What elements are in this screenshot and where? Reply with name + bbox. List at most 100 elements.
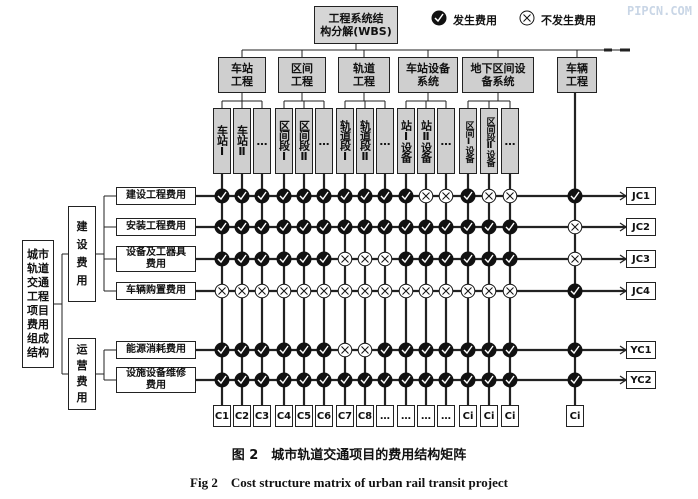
bottom-code-box: C7 (336, 405, 354, 427)
bottom-code-label: … (441, 410, 451, 422)
row-arrow-head (619, 191, 627, 197)
sub-item-box: 车站Ⅰ (213, 108, 231, 174)
not-incur-mark (276, 283, 292, 299)
sub-item-label: … (503, 135, 517, 147)
row-arrow-head (619, 258, 627, 264)
incur-mark (502, 372, 518, 388)
incur-mark (418, 251, 434, 267)
sub-item-box: 站Ⅱ设备 (417, 108, 435, 174)
incur-mark (254, 372, 270, 388)
wbs-root-line2: 构分解(WBS) (320, 25, 392, 38)
not-incur-mark (357, 342, 373, 358)
sub-item-box: 区间段Ⅱ设备 (480, 108, 498, 174)
group-construction-label: 建设费用 (76, 220, 88, 287)
not-incur-mark (567, 219, 583, 235)
incur-mark (276, 219, 292, 235)
sub-item-label: … (317, 135, 331, 147)
incur-mark (316, 342, 332, 358)
incur-mark (234, 342, 250, 358)
sub-item-label: 区间Ⅰ设备 (463, 120, 474, 162)
category-box-station: 车站工程 (218, 57, 266, 93)
row-label-line2: 费用 (146, 380, 166, 391)
row-arrow-head (619, 290, 627, 296)
bottom-code-label: Ci (504, 410, 516, 422)
incur-mark (357, 188, 373, 204)
sub-item-box: 区间段Ⅰ (275, 108, 293, 174)
not-incur-mark (357, 283, 373, 299)
incur-mark (296, 219, 312, 235)
bottom-code-label: C6 (316, 410, 332, 422)
sub-item-box: 区间段Ⅱ (295, 108, 313, 174)
category-label-line2: 工程 (353, 75, 375, 88)
not-incur-mark (357, 251, 373, 267)
sub-item-label: 车站Ⅰ (215, 125, 229, 157)
bottom-code-box: C5 (295, 405, 313, 427)
incur-mark (337, 372, 353, 388)
incur-mark (460, 188, 476, 204)
sub-item-box: 轨道段Ⅰ (336, 108, 354, 174)
incur-mark (357, 219, 373, 235)
category-box-section: 区间工程 (278, 57, 326, 93)
not-incur-mark (214, 283, 230, 299)
category-box-station_equip: 车站设备系统 (398, 57, 458, 93)
incur-mark (481, 219, 497, 235)
row-label-box: 安装工程费用 (116, 218, 196, 236)
row-label-line2: 费用 (146, 259, 166, 270)
incur-mark (398, 342, 414, 358)
sub-item-box: … (315, 108, 333, 174)
row-code-box: JC3 (626, 250, 656, 268)
incur-mark (254, 342, 270, 358)
bottom-code-box: Ci (459, 405, 477, 427)
category-label-line1: 车站 (231, 62, 253, 75)
row-label-line1: 设备及工器具 (126, 247, 186, 258)
incur-mark (460, 342, 476, 358)
bottom-code-box: … (376, 405, 394, 427)
incur-mark (316, 188, 332, 204)
row-code-box: JC1 (626, 187, 656, 205)
incur-mark (214, 372, 230, 388)
group-operation-box: 运营费用 (68, 338, 96, 410)
row-code-label: YC1 (630, 344, 652, 356)
incur-mark (398, 372, 414, 388)
bottom-code-label: … (380, 410, 390, 422)
incur-mark (276, 188, 292, 204)
not-incur-mark (234, 283, 250, 299)
bottom-code-box: … (437, 405, 455, 427)
incur-mark (418, 372, 434, 388)
row-label-line1: 设施设备维修 (126, 368, 186, 379)
category-label-line2: 系统 (417, 75, 439, 88)
left-title-box: 城市轨道交通工程项目费用组成结构 (22, 240, 54, 368)
bottom-code-box: C8 (356, 405, 374, 427)
incur-mark (296, 372, 312, 388)
caption-en: Fig 2 Cost structure matrix of urban rai… (190, 475, 508, 490)
row-label-box: 设备及工器具费用 (116, 246, 196, 272)
incur-mark (398, 251, 414, 267)
row-arrow-head (619, 254, 627, 260)
bottom-code-box: Ci (566, 405, 584, 427)
caption-cn: 图 2 城市轨道交通项目的费用结构矩阵 (231, 448, 467, 463)
bottom-code-box: C1 (213, 405, 231, 427)
category-box-underground_equip: 地下区间设备系统 (462, 57, 534, 93)
incur-mark (214, 342, 230, 358)
sub-item-box: … (253, 108, 271, 174)
incur-mark (502, 219, 518, 235)
incur-mark (316, 219, 332, 235)
row-arrow-head (619, 286, 627, 292)
bottom-code-box: C6 (315, 405, 333, 427)
incur-mark (276, 342, 292, 358)
legend-not-incur-label: 不发生费用 (541, 14, 596, 27)
sub-item-box: … (501, 108, 519, 174)
not-incur-mark (418, 283, 434, 299)
incur-mark (296, 251, 312, 267)
incur-mark (567, 283, 583, 299)
row-arrow-head (619, 345, 627, 351)
incur-mark (357, 372, 373, 388)
sub-item-label: … (439, 135, 453, 147)
group-operation-label: 运营费用 (76, 343, 88, 404)
incur-mark (438, 219, 454, 235)
not-incur-mark (460, 283, 476, 299)
incur-mark (567, 372, 583, 388)
incur-mark (234, 188, 250, 204)
sub-item-label: … (378, 135, 392, 147)
bottom-code-box: … (417, 405, 435, 427)
